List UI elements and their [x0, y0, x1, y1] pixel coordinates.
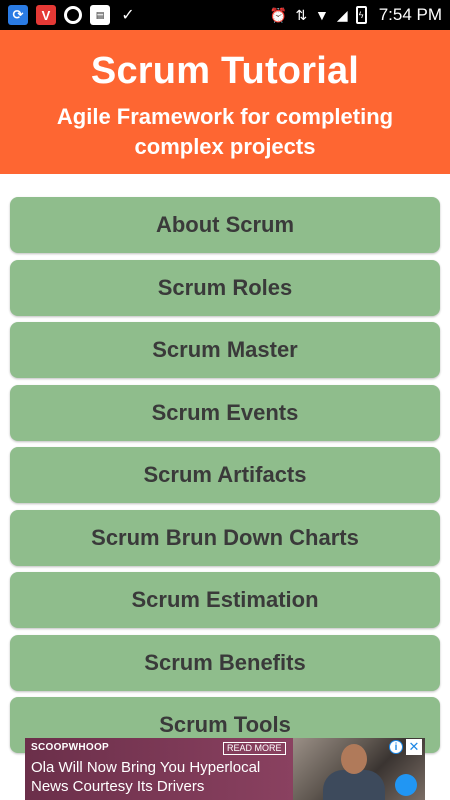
- circle-app-icon: [64, 6, 82, 24]
- scrum-benefits-button[interactable]: Scrum Benefits: [10, 634, 440, 691]
- alarm-icon: ⏰: [269, 6, 288, 23]
- ad-text-panel[interactable]: SCOOPWHOOP READ MORE Ola Will Now Bring …: [25, 738, 293, 800]
- status-right: ⏰ ⇅ ▼ ◢ ϟ 7:54 PM: [270, 5, 442, 25]
- about-scrum-button[interactable]: About Scrum: [10, 197, 440, 253]
- app-header: Scrum Tutorial Agile Framework for compl…: [0, 30, 450, 174]
- checklist-app-icon: ✓: [121, 7, 135, 24]
- ad-badge-icon: [395, 774, 417, 796]
- topic-menu: About Scrum Scrum Roles Scrum Master Scr…: [10, 197, 440, 760]
- ad-brand: SCOOPWHOOP: [31, 742, 110, 753]
- ad-photo[interactable]: [293, 738, 425, 800]
- ad-info-icon[interactable]: i: [389, 740, 403, 754]
- v-app-icon: V: [36, 5, 56, 25]
- ad-read-more-button[interactable]: READ MORE: [223, 742, 286, 755]
- ad-banner[interactable]: SCOOPWHOOP READ MORE Ola Will Now Bring …: [25, 738, 425, 800]
- status-time: 7:54 PM: [378, 5, 442, 24]
- wifi-icon: ▼: [315, 7, 329, 23]
- news-app-icon: ▤: [90, 5, 110, 25]
- signal-icon: ◢: [336, 6, 348, 23]
- data-arrows-icon: ⇅: [295, 6, 308, 23]
- page-title: Scrum Tutorial: [90, 50, 360, 92]
- battery-icon: ϟ: [355, 6, 367, 24]
- scrum-master-button[interactable]: Scrum Master: [10, 322, 440, 378]
- scrum-artifacts-button[interactable]: Scrum Artifacts: [10, 447, 440, 503]
- scrum-burn-down-charts-button[interactable]: Scrum Brun Down Charts: [10, 509, 440, 566]
- scrum-events-button[interactable]: Scrum Events: [10, 384, 440, 441]
- status-left: ⟳ V ▤ ✓: [8, 5, 138, 25]
- ad-person-body: [323, 770, 385, 800]
- ad-close-icon[interactable]: ✕: [406, 739, 422, 755]
- scrum-estimation-button[interactable]: Scrum Estimation: [10, 572, 440, 628]
- ad-person-head: [341, 744, 367, 774]
- status-bar: ⟳ V ▤ ✓ ⏰ ⇅ ▼ ◢ ϟ 7:54 PM: [0, 0, 450, 30]
- ad-headline: Ola Will Now Bring You Hyperlocal News C…: [31, 759, 261, 795]
- sync-app-icon: ⟳: [8, 5, 28, 25]
- page-subtitle: Agile Framework for completing complex p…: [56, 104, 394, 159]
- scrum-roles-button[interactable]: Scrum Roles: [10, 259, 440, 316]
